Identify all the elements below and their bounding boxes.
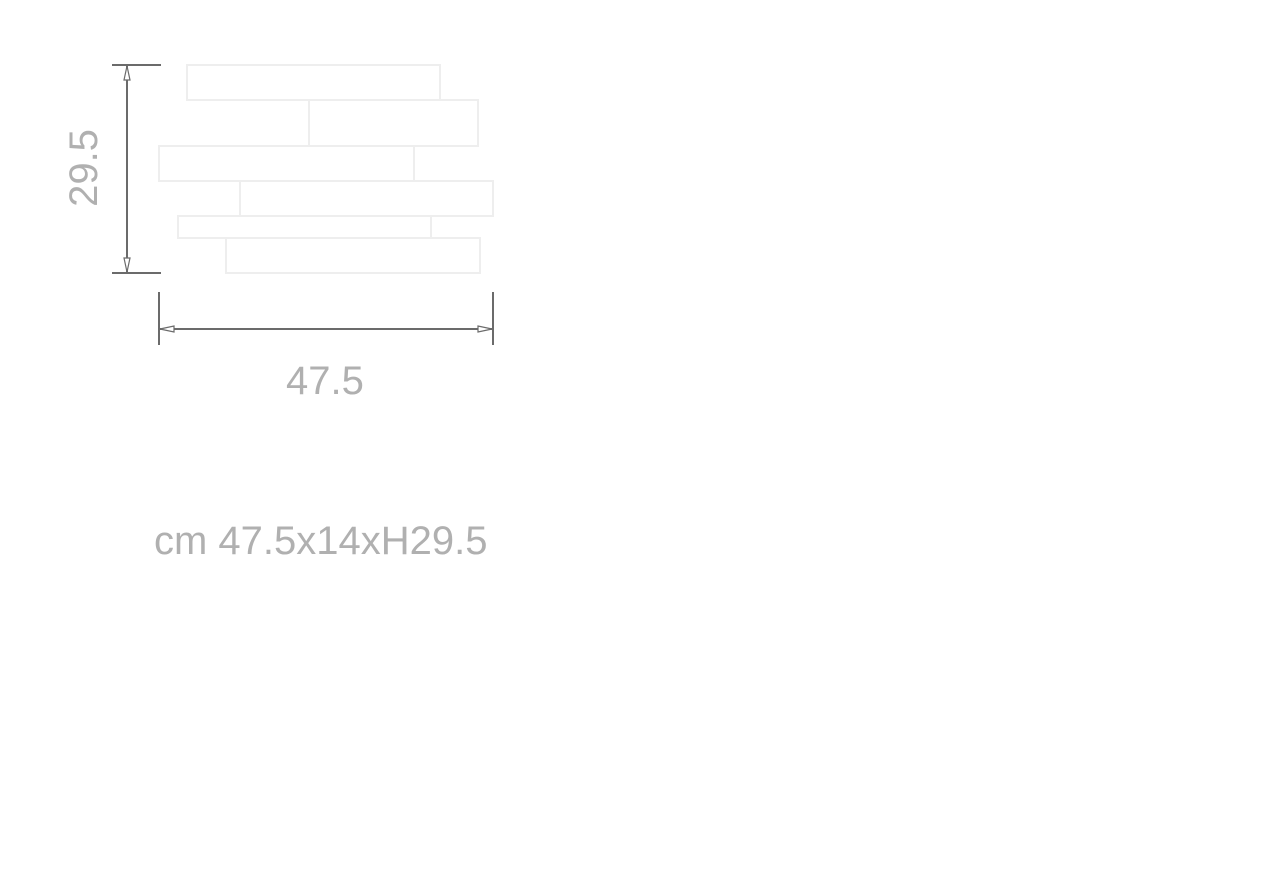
height-dimension-line <box>112 64 161 274</box>
stone-bricks <box>158 64 494 274</box>
width-dimension-line <box>158 292 494 345</box>
brick <box>186 64 441 101</box>
brick <box>239 180 494 217</box>
width-label: 47.5 <box>286 359 364 403</box>
brick <box>225 237 481 274</box>
brick <box>177 215 432 239</box>
brick <box>158 145 415 182</box>
brick <box>308 99 479 147</box>
height-value: 29.5 <box>62 129 106 207</box>
dimensions-text: cm 47.5x14xH29.5 <box>154 519 488 563</box>
